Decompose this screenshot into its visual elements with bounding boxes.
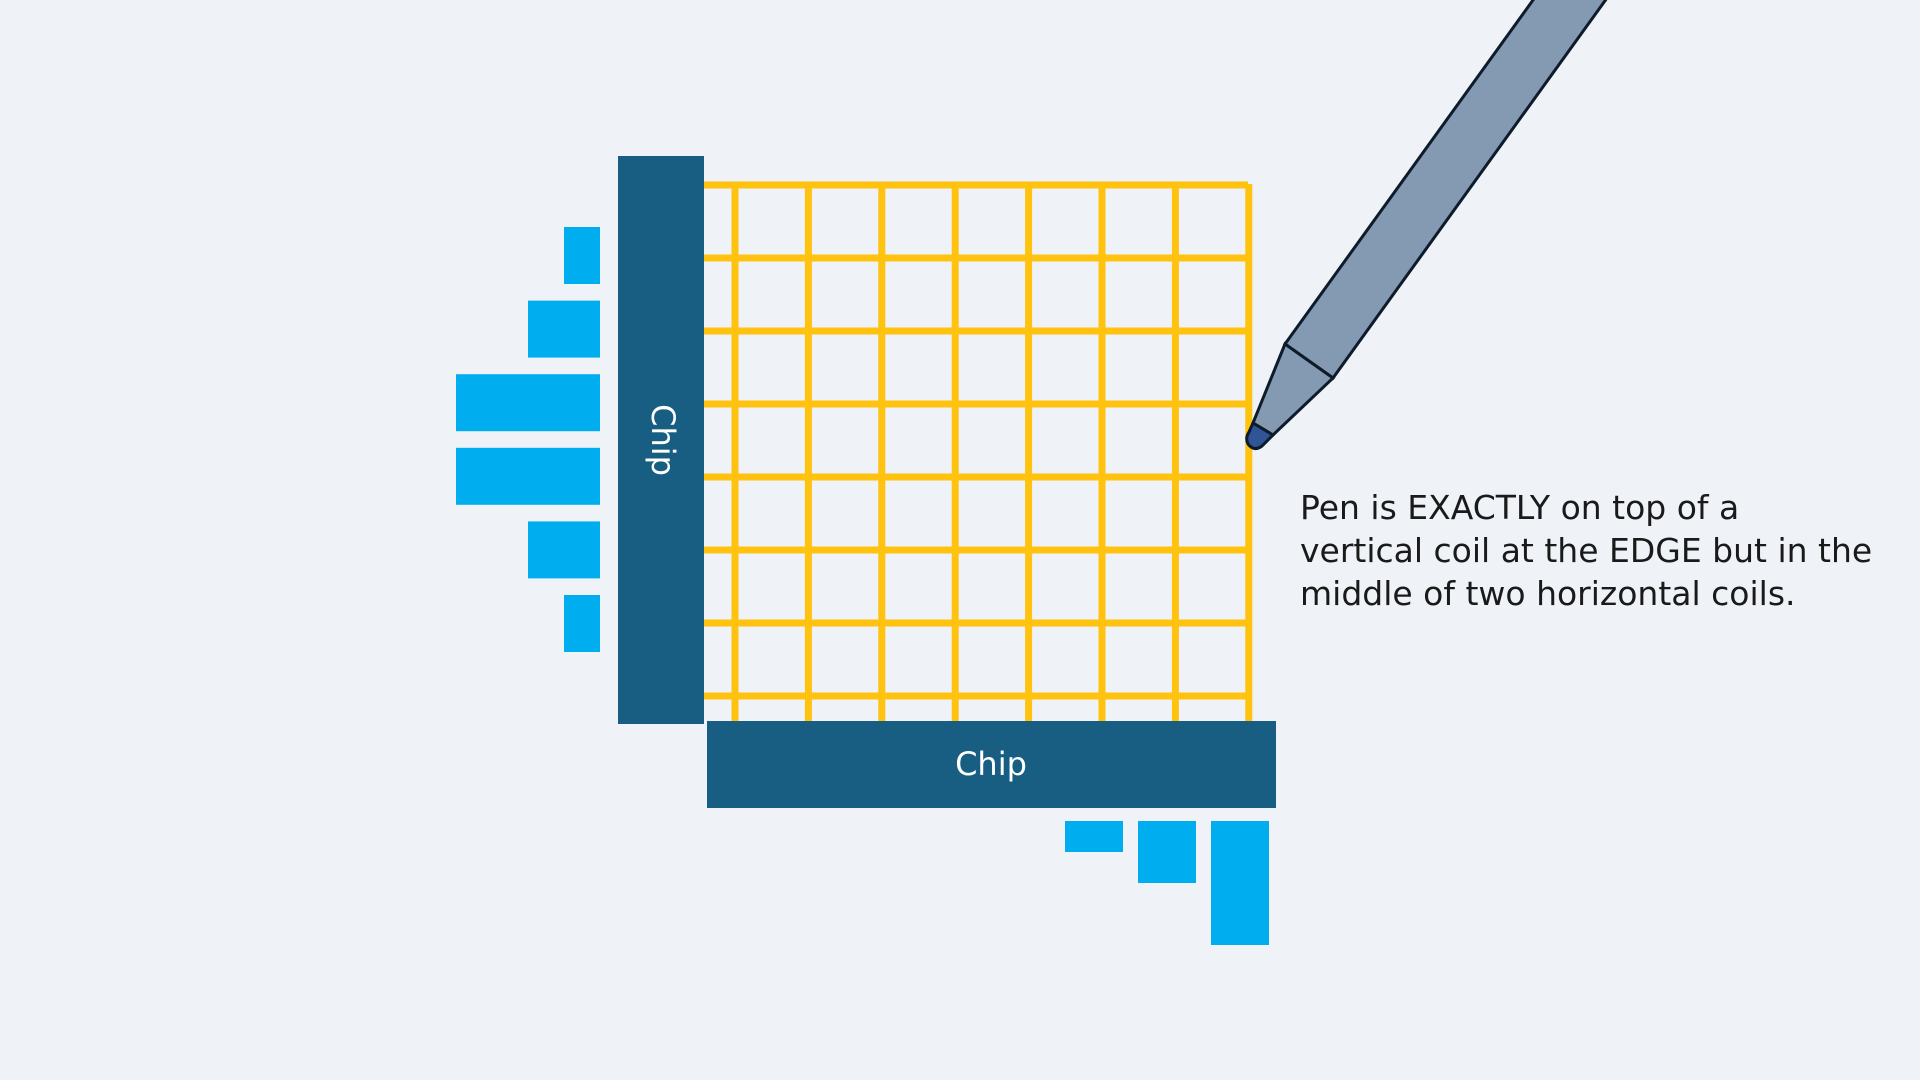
- annotation-line-3: middle of two horizontal coils.: [1300, 574, 1796, 613]
- coil-grid: [704, 181, 1253, 722]
- horizontal-coils: [704, 181, 1248, 700]
- left-chip: Chip: [618, 156, 704, 724]
- stylus-pen-icon: [1245, 0, 1608, 451]
- left-signal-bar: [564, 595, 600, 652]
- pen-barrel: [1282, 0, 1608, 381]
- bottom-chip-label: Chip: [955, 745, 1027, 783]
- left-signal-bar: [456, 374, 600, 432]
- bottom-signal-bar: [1211, 821, 1269, 945]
- left-signal-bar: [528, 300, 600, 358]
- bottom-signal-bar: [1138, 821, 1196, 883]
- bottom-chip-body: [707, 721, 1276, 808]
- left-signal-bar: [456, 447, 600, 505]
- bottom-signal-bar: [1065, 821, 1123, 852]
- annotation-text: Pen is EXACTLY on top of a vertical coil…: [1300, 486, 1880, 615]
- bottom-chip: Chip: [707, 721, 1276, 808]
- left-signal-bar: [528, 521, 600, 579]
- left-signal-bar: [564, 227, 600, 284]
- annotation-line-1: Pen is EXACTLY on top of a: [1300, 488, 1740, 527]
- left-signal-bars: [456, 227, 600, 652]
- pen-tip: [1245, 420, 1276, 451]
- left-chip-label: Chip: [644, 404, 682, 476]
- vertical-coils: [731, 184, 1253, 722]
- left-chip-body: [618, 156, 704, 724]
- bottom-signal-bars: [1065, 821, 1269, 945]
- annotation-line-2: vertical coil at the EDGE but in the: [1300, 531, 1873, 570]
